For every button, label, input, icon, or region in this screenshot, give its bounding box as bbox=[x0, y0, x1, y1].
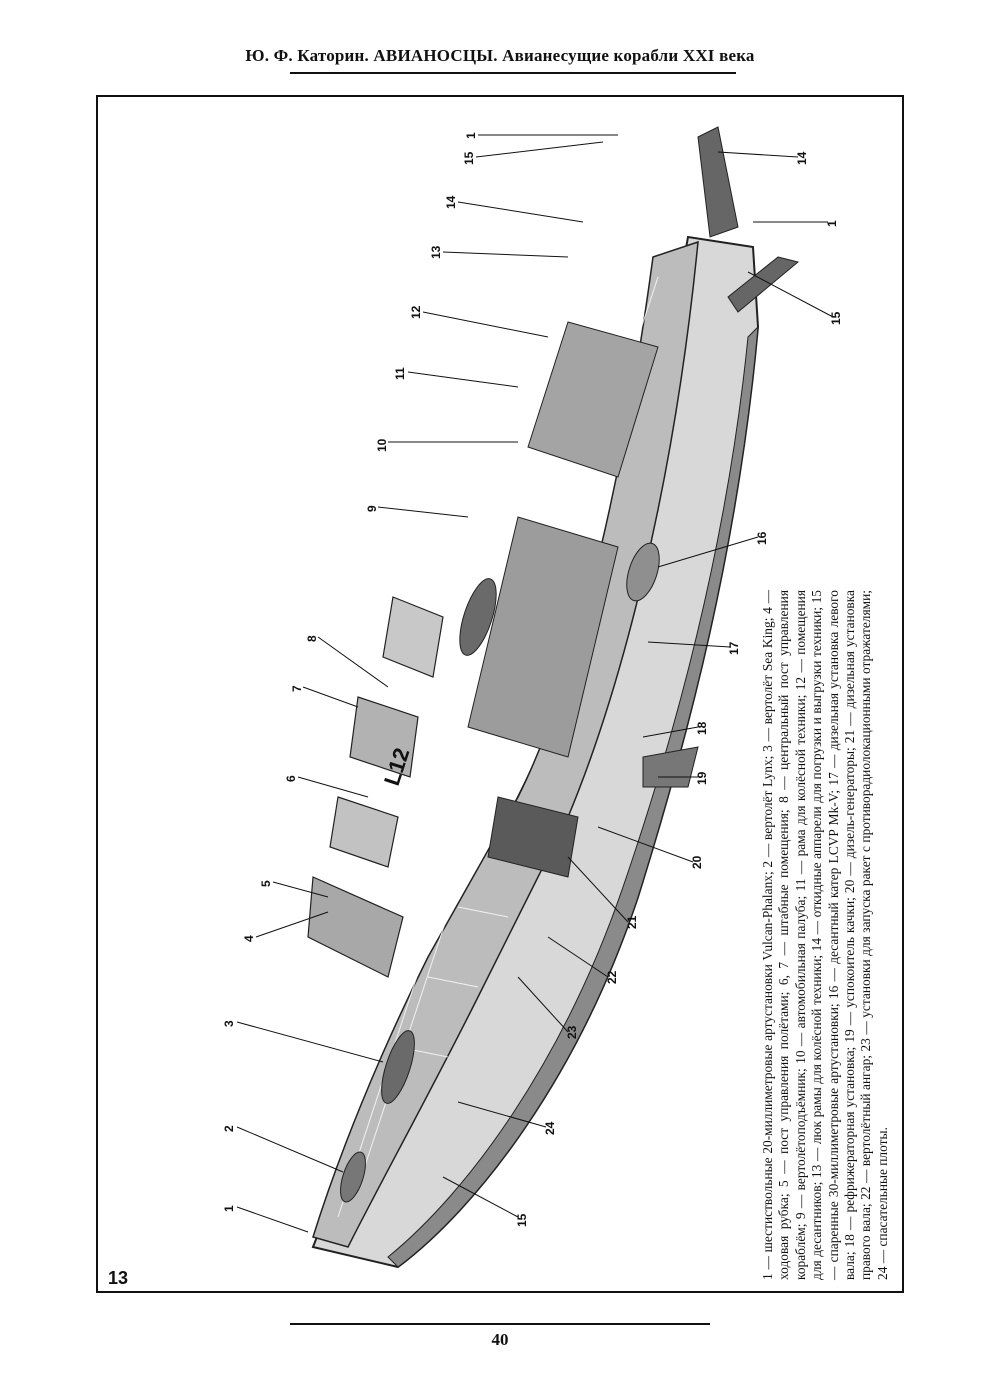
island-superstructure bbox=[307, 596, 444, 978]
callout-22: 22 bbox=[605, 970, 619, 984]
callout-labels: 1 2 3 4 5 6 7 8 9 10 11 12 13 14 15 1 16… bbox=[222, 132, 843, 1227]
figure-frame bbox=[96, 95, 904, 1293]
callout-2: 2 bbox=[222, 1125, 236, 1132]
landing-craft-lcvp bbox=[626, 542, 660, 602]
caption-container: 1 — шестиствольные 20-миллиметровые арту… bbox=[760, 590, 890, 1280]
flight-deck bbox=[312, 240, 699, 1248]
callout-8: 8 bbox=[305, 635, 319, 642]
callout-10: 10 bbox=[375, 438, 389, 452]
helicopter-hangar bbox=[459, 578, 497, 656]
callout-11: 11 bbox=[393, 367, 407, 380]
callout-15-bow: 15 bbox=[515, 1213, 529, 1227]
callout-7: 7 bbox=[290, 685, 304, 692]
callout-20: 20 bbox=[690, 855, 704, 869]
callout-3: 3 bbox=[222, 1020, 236, 1027]
callout-17: 17 bbox=[727, 641, 741, 655]
callout-13: 13 bbox=[429, 245, 443, 259]
callout-19: 19 bbox=[695, 771, 709, 785]
callout-1-bow: 1 bbox=[222, 1205, 236, 1212]
side-ramp bbox=[727, 256, 800, 313]
stern-ramp bbox=[697, 126, 739, 238]
callout-18: 18 bbox=[695, 721, 709, 735]
callout-24: 24 bbox=[543, 1121, 557, 1135]
helipad-marking bbox=[588, 270, 640, 324]
callout-15-top: 15 bbox=[462, 151, 476, 165]
callout-4: 4 bbox=[242, 935, 256, 942]
footer-rule bbox=[290, 1323, 710, 1325]
callout-9: 9 bbox=[365, 505, 379, 512]
callout-23: 23 bbox=[565, 1025, 579, 1039]
hangar-cutaway bbox=[467, 321, 659, 878]
callout-16: 16 bbox=[755, 531, 769, 545]
ship-cutaway-illustration: L12 bbox=[222, 126, 843, 1269]
callout-21: 21 bbox=[625, 915, 639, 929]
header-rule bbox=[290, 72, 736, 74]
callout-leaders bbox=[236, 134, 834, 1233]
figure-caption: 1 — шестиствольные 20-миллиметровые арту… bbox=[760, 590, 890, 1280]
helicopter-lynx bbox=[340, 1151, 366, 1203]
callout-14-right: 14 bbox=[795, 151, 809, 165]
running-header: Ю. Ф. Каторин. АВИАНОСЦЫ. Авианесущие ко… bbox=[245, 46, 755, 65]
callout-5: 5 bbox=[259, 880, 273, 887]
figure-number: 13 bbox=[108, 1268, 129, 1288]
helicopter-sea-king bbox=[381, 1030, 415, 1104]
callout-14-left: 14 bbox=[444, 195, 458, 209]
callout-1-right: 1 bbox=[825, 220, 839, 227]
page-number: 40 bbox=[491, 1330, 509, 1349]
hull-side bbox=[387, 325, 759, 1268]
callout-15-right: 15 bbox=[829, 311, 843, 325]
callout-12: 12 bbox=[409, 305, 423, 319]
callout-1-top: 1 bbox=[464, 132, 478, 139]
callout-6: 6 bbox=[284, 775, 298, 782]
